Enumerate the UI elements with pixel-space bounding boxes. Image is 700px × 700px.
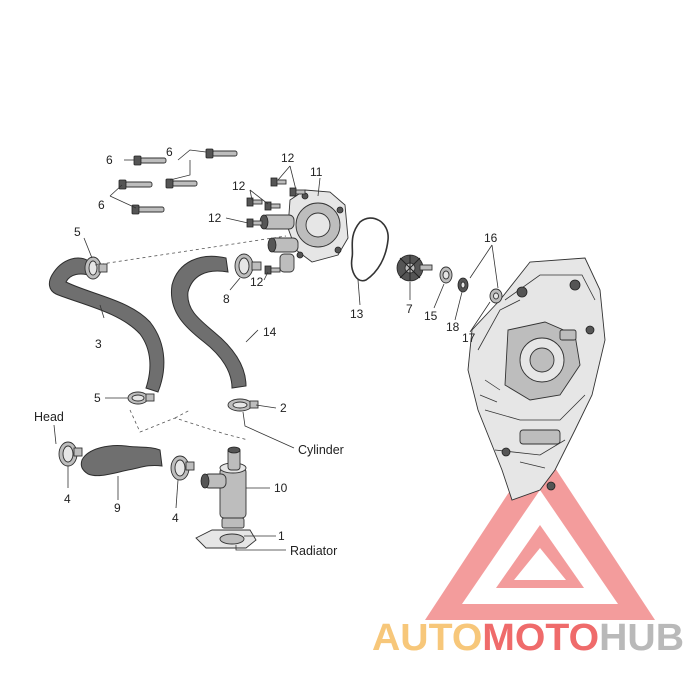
clamp-4-left (58, 441, 83, 467)
label-cylinder: Cylinder (298, 443, 344, 457)
callout-11: 11 (310, 165, 323, 179)
label-radiator: Radiator (290, 544, 337, 558)
water-pump-housing (259, 189, 349, 273)
washer-17 (489, 288, 503, 304)
clamp-8 (234, 253, 262, 279)
watermark-logo (425, 445, 655, 620)
leader-lines (53, 149, 499, 551)
callout-7: 7 (406, 302, 413, 316)
watermark-moto: MOTO (482, 617, 599, 659)
callout-4a: 4 (64, 492, 71, 506)
radiator-bracket (195, 529, 257, 549)
callout-2: 2 (280, 401, 287, 415)
housing-gasket (350, 217, 389, 282)
callout-12b: 12 (232, 179, 246, 193)
callout-1: 1 (278, 529, 285, 543)
callout-4b: 4 (172, 511, 179, 525)
svg-text:AUTOMOTOHUB: AUTOMOTOHUB (372, 617, 684, 659)
dashed-assembly-line (94, 235, 287, 266)
watermark-hub: HUB (599, 617, 684, 659)
callout-numbers: 6 6 6 12 11 12 12 5 16 8 12 13 7 15 18 1… (64, 145, 498, 543)
label-head: Head (34, 410, 64, 424)
callout-12d: 12 (250, 275, 264, 289)
callout-10: 10 (274, 481, 288, 495)
callout-3: 3 (95, 337, 102, 351)
callout-6b: 6 (166, 145, 173, 159)
seal-15 (439, 266, 453, 284)
impeller (396, 254, 433, 282)
watermark-auto: AUTO (372, 617, 482, 659)
callout-17: 17 (462, 331, 476, 345)
callout-5a: 5 (74, 225, 81, 239)
clamp-4-right (170, 455, 195, 481)
callout-13: 13 (350, 307, 364, 321)
callout-5b: 5 (94, 391, 101, 405)
clamp-5-bottom (127, 391, 155, 405)
long-bolts (118, 148, 238, 215)
clamp-2 (227, 398, 259, 412)
callout-15: 15 (424, 309, 438, 323)
bearing-18 (457, 277, 469, 293)
callout-14: 14 (263, 325, 277, 339)
thermostat-housing (200, 446, 247, 529)
callout-12c: 12 (208, 211, 222, 225)
callout-6a: 6 (106, 153, 113, 167)
hose-14 (170, 255, 247, 389)
callout-8: 8 (223, 292, 230, 306)
callout-16: 16 (484, 231, 498, 245)
callout-18: 18 (446, 320, 460, 334)
callout-12a: 12 (281, 151, 295, 165)
hose-3 (48, 257, 165, 393)
callout-6c: 6 (98, 198, 105, 212)
hose-9 (80, 445, 163, 477)
engine-cover (467, 257, 606, 501)
small-screws (246, 177, 306, 275)
callout-9: 9 (114, 501, 121, 515)
watermark-wordmark: AUTOMOTOHUB (372, 617, 684, 659)
clamp-5-top (84, 256, 108, 280)
